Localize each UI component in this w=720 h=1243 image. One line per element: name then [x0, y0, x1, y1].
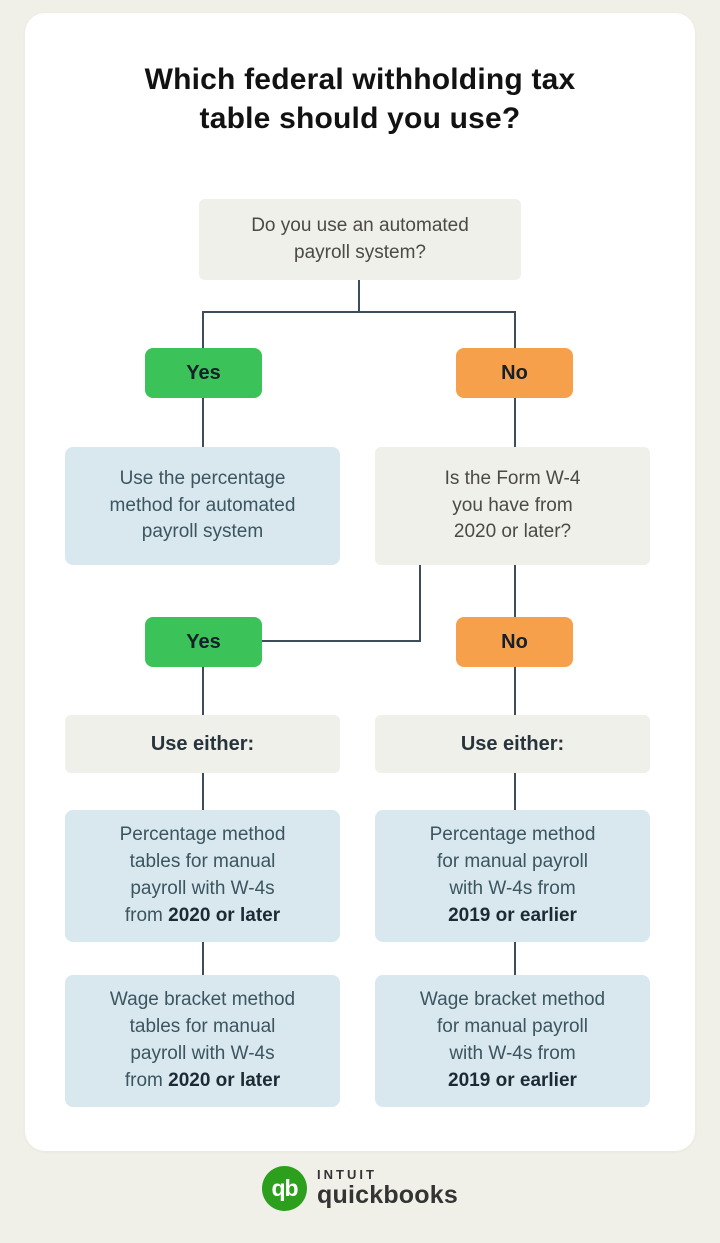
- connector-line: [358, 279, 360, 312]
- result-text-bold: 2019 or earlier: [448, 1069, 577, 1091]
- percentage-method-right-box: Percentage method for manual payroll wit…: [375, 810, 650, 942]
- question-automated-payroll: Do you use an automated payroll system?: [199, 199, 521, 280]
- wage-bracket-left-box: Wage bracket method tables for manual pa…: [65, 975, 340, 1107]
- result-text-regular: Wage bracket method tables for manual pa…: [109, 989, 296, 1091]
- no-badge-w4: No: [456, 617, 573, 667]
- connector-line: [419, 565, 421, 642]
- yes-badge-automated: Yes: [145, 348, 262, 398]
- yes-badge-w4: Yes: [145, 617, 262, 667]
- result-text: Percentage method tables for manual payr…: [120, 822, 286, 930]
- result-text: Wage bracket method tables for manual pa…: [110, 987, 295, 1095]
- connector-line: [202, 311, 204, 348]
- question-text: Do you use an automated payroll system?: [251, 214, 469, 263]
- no-badge-automated: No: [456, 348, 573, 398]
- result-text-bold: 2020 or later: [168, 904, 281, 926]
- qb-logo-icon: qb: [262, 1165, 308, 1211]
- badge-label: Yes: [186, 361, 221, 384]
- connector-line: [514, 311, 516, 348]
- wage-bracket-right-box: Wage bracket method for manual payroll w…: [375, 975, 650, 1107]
- connector-line: [514, 667, 516, 715]
- result-text-regular: Percentage method for manual payroll wit…: [429, 824, 596, 899]
- result-text: Use the percentage method for automated …: [109, 467, 296, 543]
- result-percentage-automated: Use the percentage method for automated …: [65, 447, 340, 565]
- connector-line: [514, 398, 516, 447]
- result-text-bold: 2019 or earlier: [448, 904, 577, 926]
- connector-line: [202, 398, 204, 447]
- connector-line: [262, 640, 421, 642]
- question-text: Is the Form W-4 you have from 2020 or la…: [444, 467, 581, 543]
- result-text-bold: 2020 or later: [168, 1069, 281, 1091]
- question-form-w4-year: Is the Form W-4 you have from 2020 or la…: [375, 447, 650, 565]
- percentage-method-left-box: Percentage method tables for manual payr…: [65, 810, 340, 942]
- connector-line: [514, 565, 516, 617]
- badge-label: Yes: [186, 630, 221, 653]
- use-either-right-box: Use either:: [375, 715, 650, 773]
- quickbooks-wordmark: quickbooks: [317, 1181, 458, 1209]
- result-text-regular: Wage bracket method for manual payroll w…: [419, 989, 606, 1064]
- result-text: Percentage method for manual payroll wit…: [430, 822, 596, 930]
- connector-line: [514, 942, 516, 975]
- badge-label: No: [501, 630, 528, 653]
- qb-monogram: qb: [271, 1174, 298, 1201]
- use-either-label: Use either:: [460, 733, 565, 755]
- use-either-label: Use either:: [150, 733, 255, 755]
- connector-line: [202, 773, 204, 810]
- result-text-regular: Percentage method tables for manual payr…: [119, 824, 286, 926]
- connector-line: [514, 773, 516, 810]
- intuit-wordmark: INTUIT: [317, 1167, 377, 1182]
- connector-line: [202, 667, 204, 715]
- connector-line: [202, 942, 204, 975]
- page-title: Which federal withholding tax table shou…: [144, 63, 576, 135]
- brand-wordmark: INTUIT quickbooks: [317, 1168, 458, 1208]
- badge-label: No: [501, 361, 528, 384]
- result-text: Wage bracket method for manual payroll w…: [420, 987, 605, 1095]
- quickbooks-logo: qb INTUIT quickbooks: [0, 1160, 720, 1216]
- use-either-left-box: Use either:: [65, 715, 340, 773]
- connector-line: [202, 311, 516, 313]
